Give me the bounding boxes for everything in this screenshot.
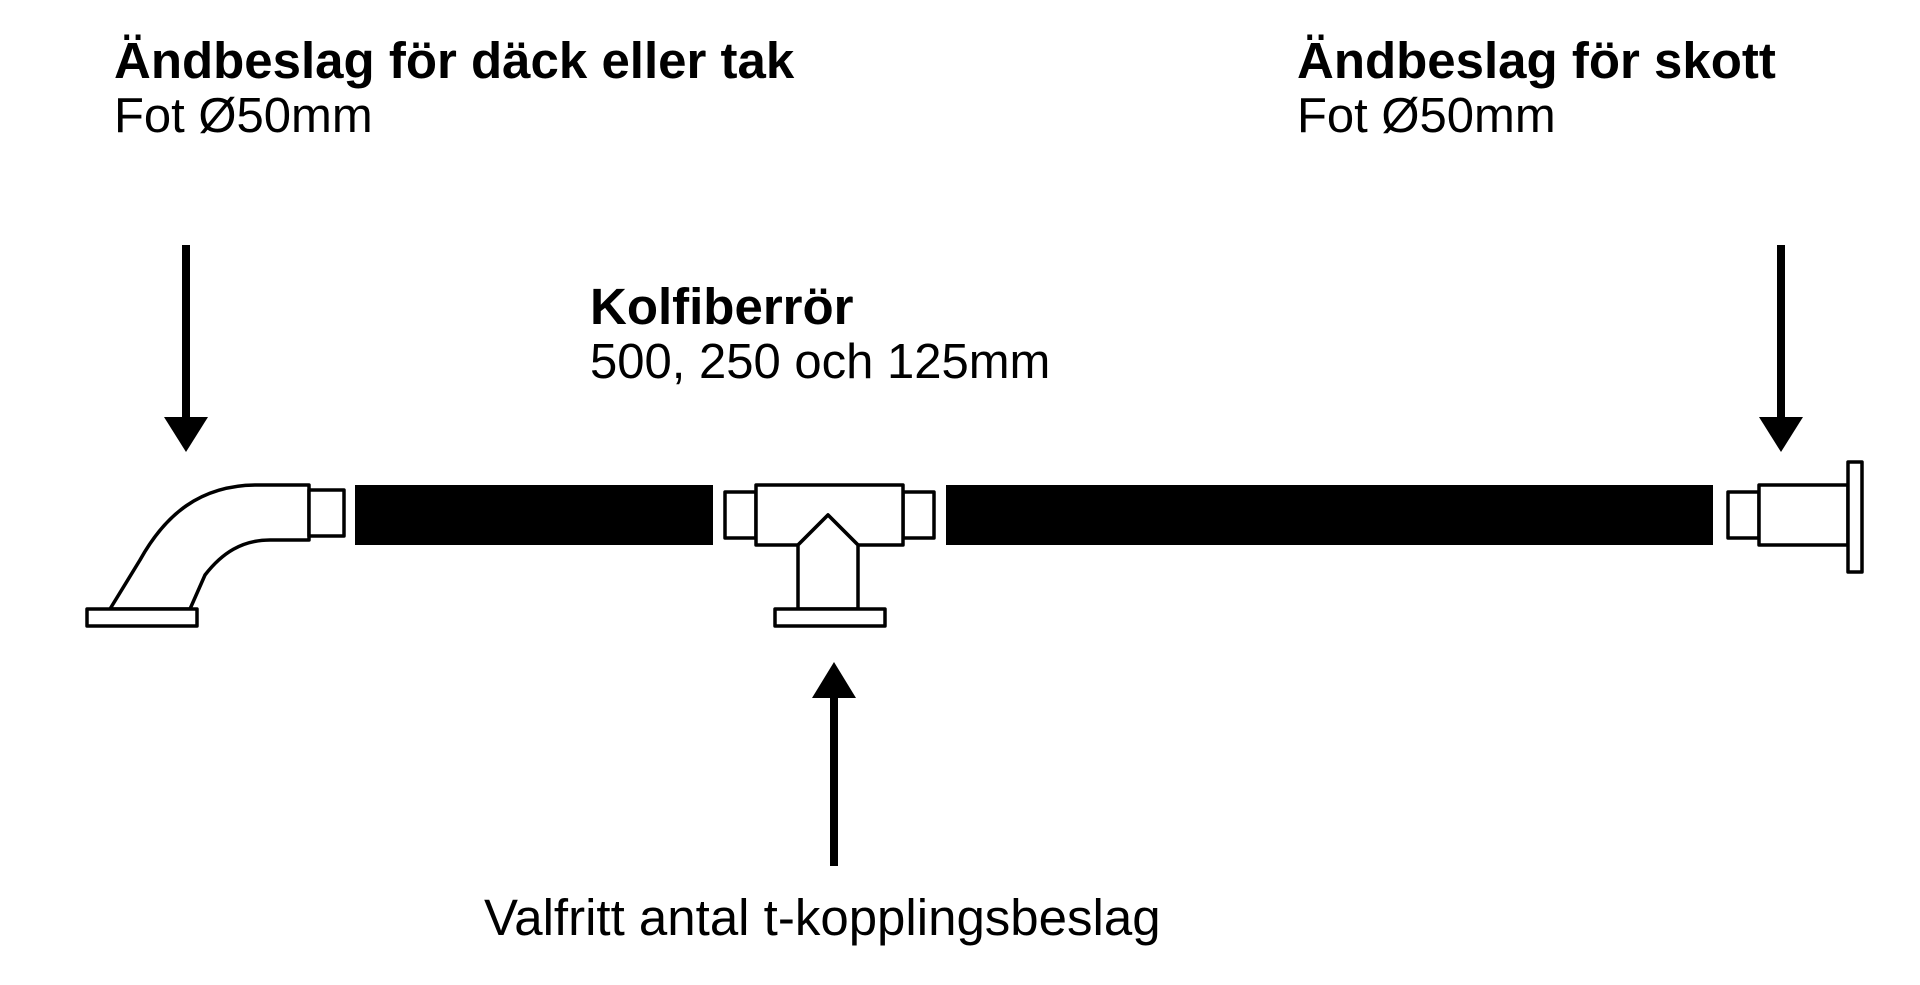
carbon-tube-label: Kolfiberrör 500, 250 och 125mm (590, 278, 1050, 390)
deck-fitting-subtitle: Fot Ø50mm (114, 89, 373, 144)
bulkhead-fitting-label: Ändbeslag för skott Fot Ø50mm (1297, 32, 1776, 144)
deck-end-fitting (85, 483, 346, 628)
t-coupling-label: Valfritt antal t-kopplingsbeslag (484, 889, 1161, 946)
arrow-up-t-coupling (812, 662, 856, 866)
carbon-tube-segment-2 (946, 485, 1713, 545)
bulkhead-fitting-title: Ändbeslag för skott (1297, 32, 1776, 89)
deck-fitting-title: Ändbeslag för däck eller tak (114, 32, 795, 89)
bulkhead-end-fitting (1726, 460, 1864, 574)
carbon-tube-subtitle: 500, 250 och 125mm (590, 335, 1051, 390)
carbon-tube-segment-1 (355, 485, 713, 545)
bulkhead-fitting-subtitle: Fot Ø50mm (1297, 89, 1556, 144)
arrow-down-bulkhead (1759, 245, 1803, 452)
arrow-down-deck (164, 245, 208, 452)
deck-fitting-label: Ändbeslag för däck eller tak Fot Ø50mm (114, 32, 794, 144)
carbon-tube-title: Kolfiberrör (590, 278, 854, 335)
t-coupling-fitting (723, 483, 936, 628)
